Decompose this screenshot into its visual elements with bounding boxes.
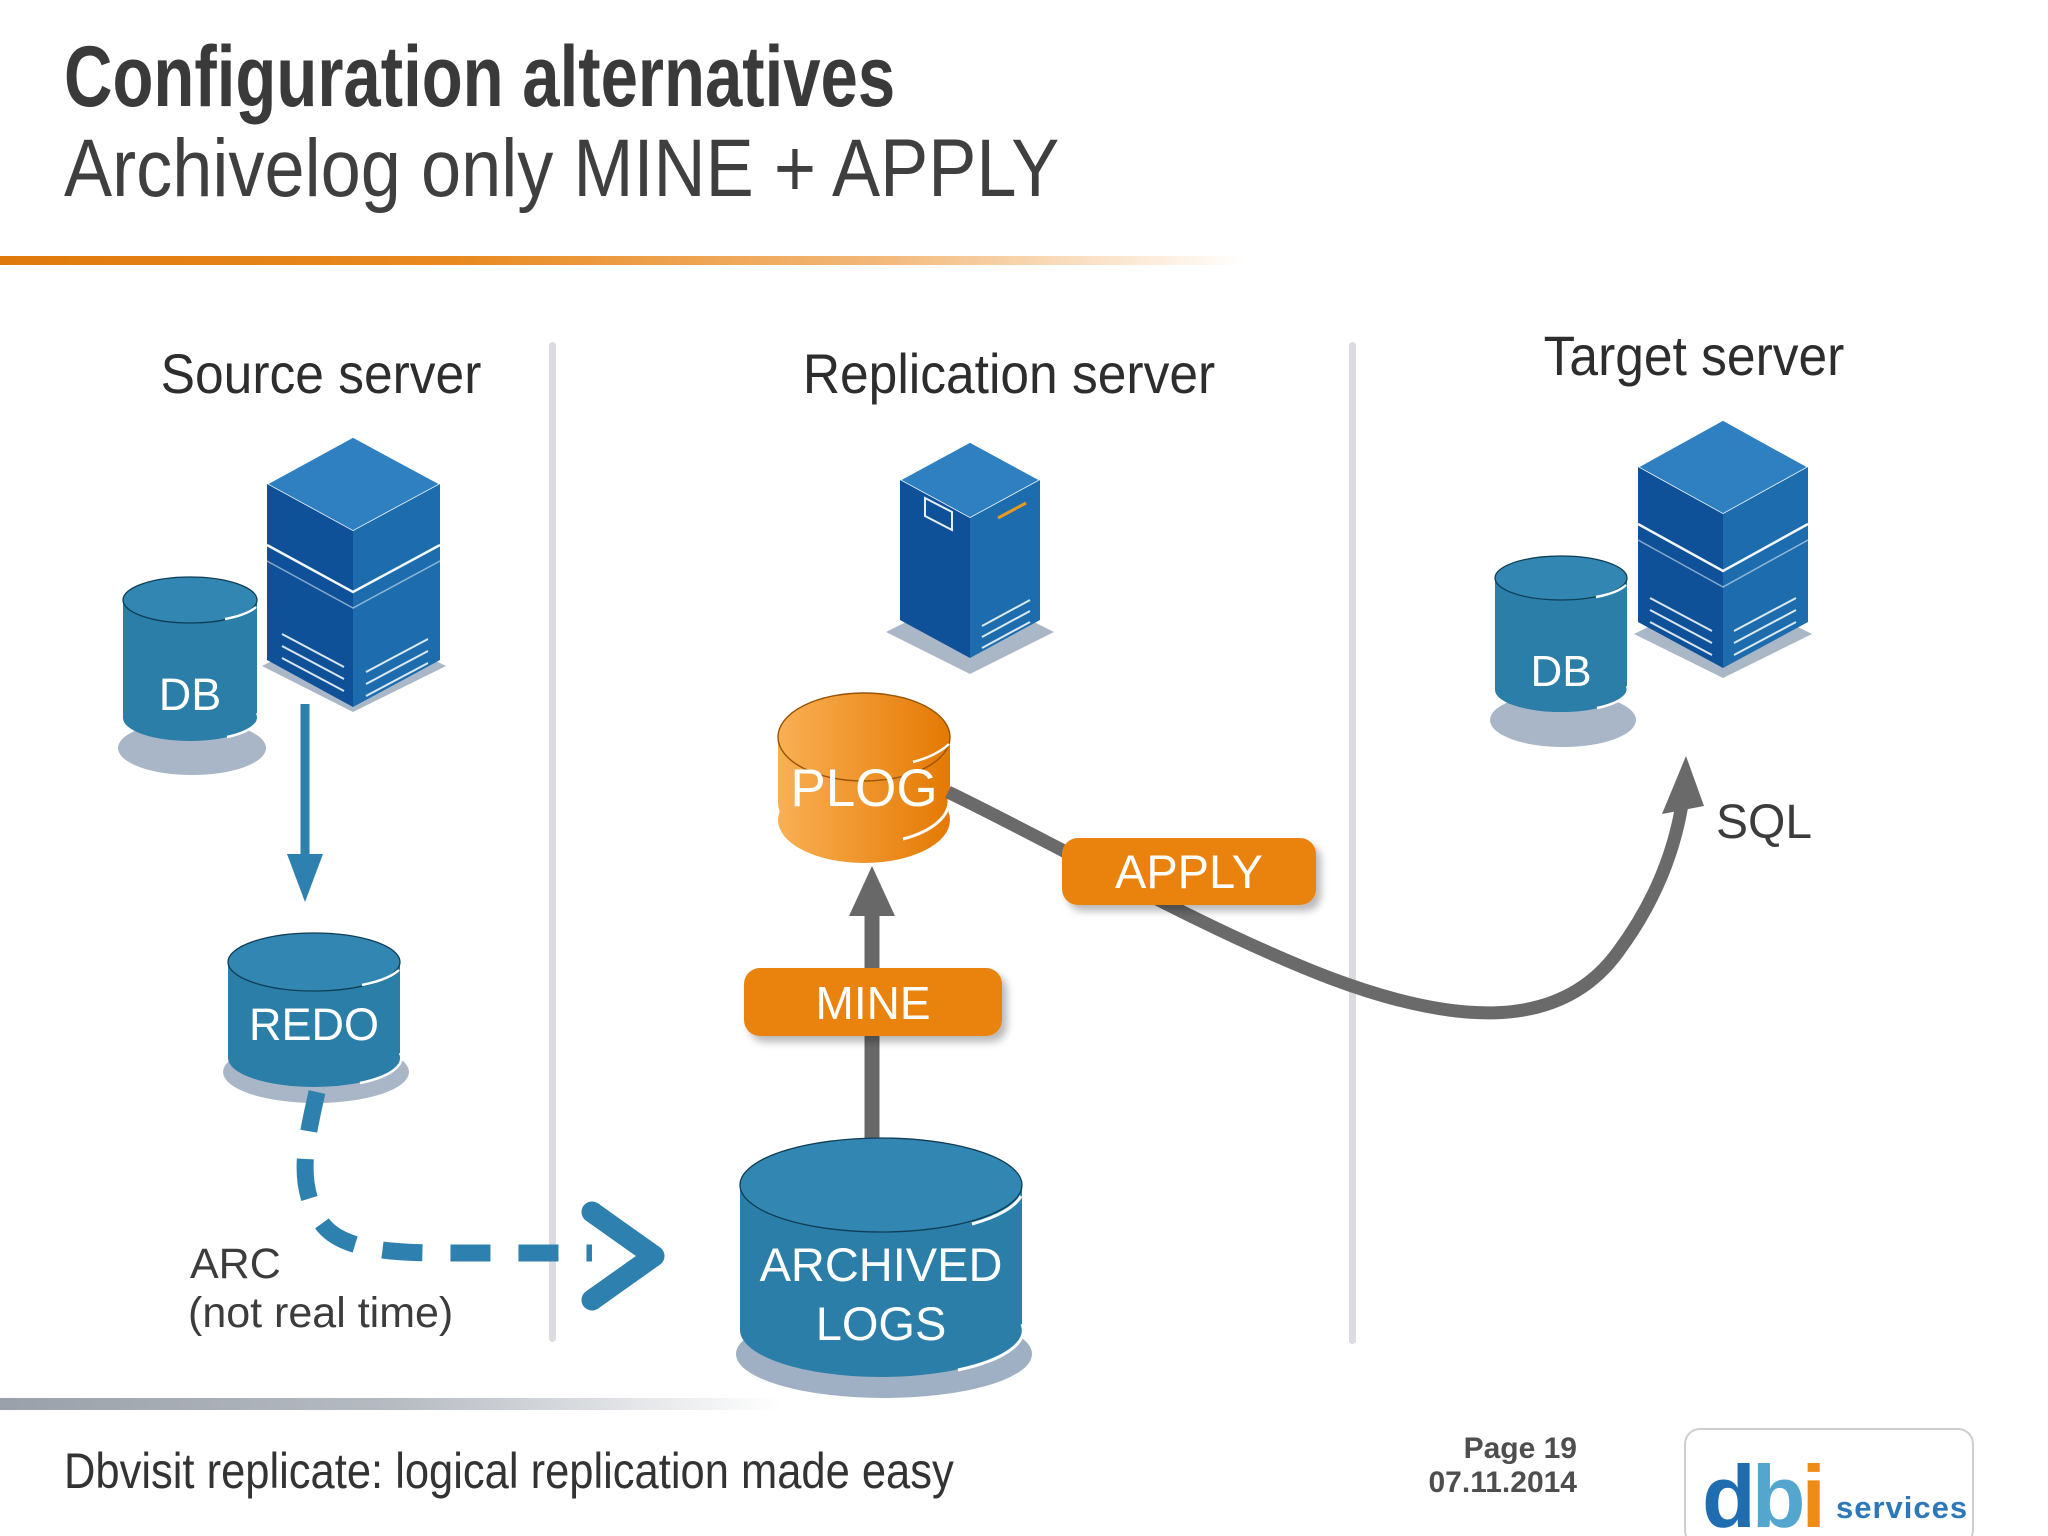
apply-flow-curve — [945, 756, 1704, 1020]
column-divider-left — [549, 342, 556, 1342]
sql-arrowhead — [1662, 756, 1704, 814]
plog-label: PLOG — [790, 759, 937, 818]
logo-letter-b: b — [1751, 1447, 1806, 1536]
redo-flow-arrow — [287, 704, 323, 902]
column-divider-right — [1349, 342, 1356, 1344]
column-header-source: Source server — [160, 342, 482, 405]
dbi-services-logo: d b i services — [1684, 1428, 1974, 1536]
logo-letter-i: i — [1801, 1447, 1827, 1536]
source-db-icon: DB — [118, 576, 266, 775]
archived-logs-label-line1: ARCHIVED — [760, 1238, 1003, 1291]
column-header-replication: Replication server — [802, 342, 1216, 405]
title-accent-rule — [0, 256, 1520, 265]
logo-letter-d: d — [1702, 1447, 1756, 1536]
page-info: Page 19 07.11.2014 — [1429, 1432, 1578, 1500]
footer-accent-rule — [0, 1398, 1260, 1410]
slide-date: 07.11.2014 — [1428, 1466, 1578, 1499]
redo-label: REDO — [249, 999, 379, 1050]
apply-label: APPLY — [1115, 845, 1263, 898]
mine-label: MINE — [816, 977, 931, 1029]
source-db-label: DB — [159, 669, 222, 720]
plog-icon: PLOG — [777, 692, 951, 863]
archived-logs-icon: ARCHIVED LOGS — [736, 1137, 1032, 1398]
replication-server-icon — [886, 441, 1054, 674]
redo-log-icon: REDO — [223, 932, 409, 1103]
page-title: Configuration alternatives — [64, 29, 896, 125]
arc-label: ARC — [190, 1240, 281, 1288]
mine-box: MINE — [744, 968, 1002, 1036]
page-subtitle: Archivelog only MINE + APPLY — [64, 123, 1060, 214]
source-server-icon — [262, 436, 446, 712]
apply-box: APPLY — [1062, 838, 1316, 905]
arc-dashed-arrow — [296, 1090, 665, 1311]
target-db-label: DB — [1530, 647, 1591, 696]
footer-slogan: Dbvisit replicate: logical replication m… — [64, 1443, 954, 1499]
archived-logs-label-line2: LOGS — [816, 1297, 947, 1350]
target-db-icon: DB — [1490, 555, 1636, 747]
sql-label: SQL — [1716, 796, 1812, 849]
column-header-target: Target server — [1543, 324, 1845, 387]
page-number: Page 19 — [1463, 1432, 1577, 1465]
logo-services-text: services — [1835, 1490, 1969, 1525]
target-server-icon — [1634, 419, 1812, 678]
arc-note-label: (not real time) — [188, 1289, 453, 1337]
